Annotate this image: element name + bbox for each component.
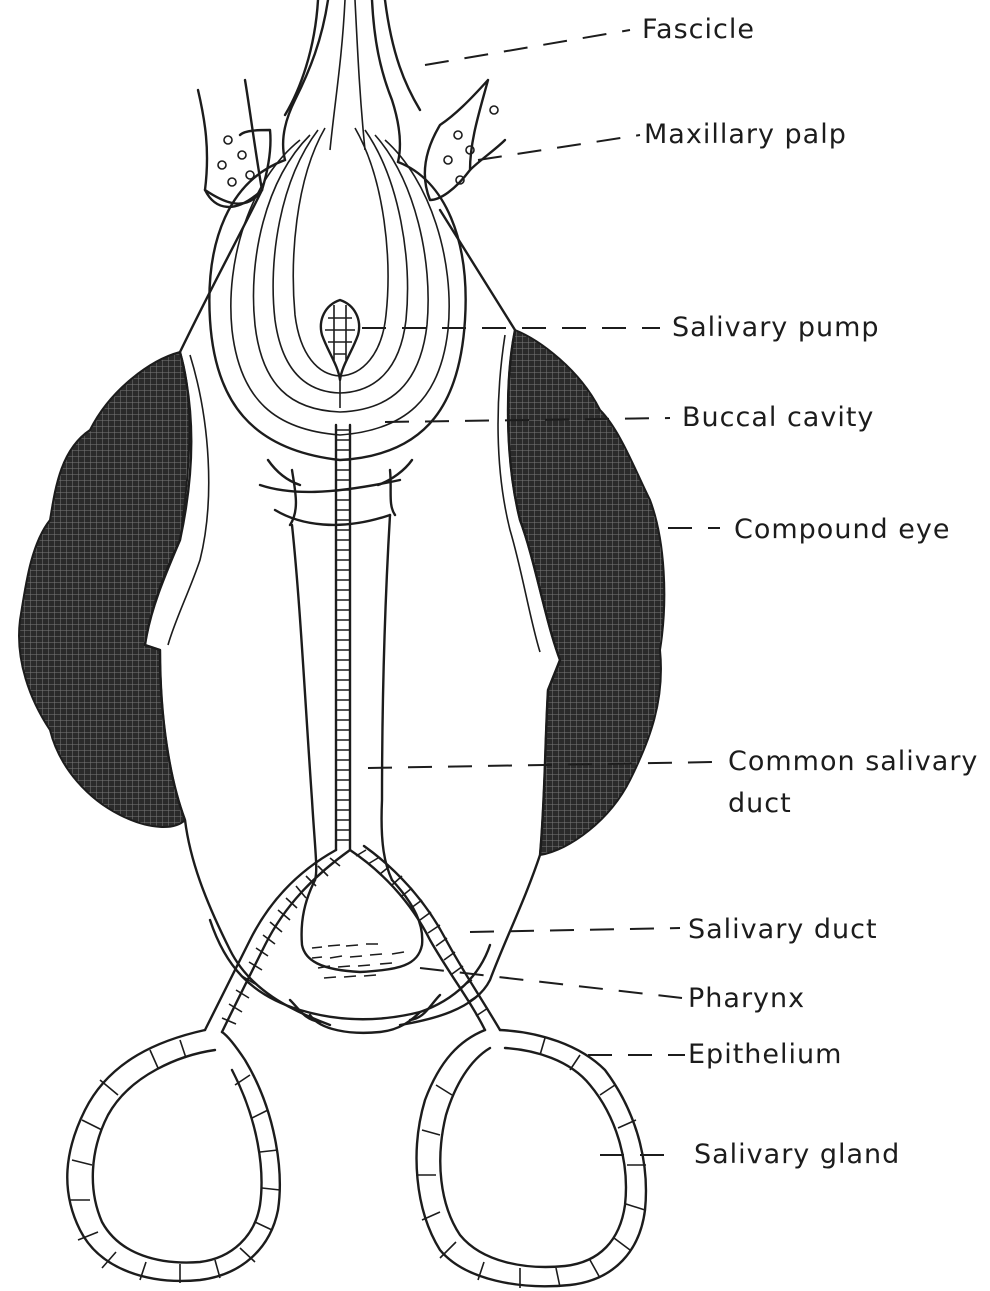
leader-common-salivary-duct bbox=[368, 762, 715, 768]
salivary-duct-right bbox=[350, 846, 500, 1030]
compound-eye-left bbox=[19, 352, 189, 827]
salivary-gland-left bbox=[67, 1030, 280, 1283]
label-salivary-duct: Salivary duct bbox=[688, 914, 878, 945]
label-salivary-gland: Salivary gland bbox=[694, 1139, 900, 1170]
label-common-salivary-duct-line2: duct bbox=[728, 788, 792, 819]
salivary-gland-right bbox=[416, 1030, 646, 1288]
head-capsule bbox=[145, 190, 560, 1025]
maxillary-palp-right bbox=[425, 80, 505, 200]
label-fascicle: Fascicle bbox=[642, 14, 755, 45]
salivary-pump bbox=[321, 300, 359, 380]
label-compound-eye: Compound eye bbox=[734, 514, 950, 545]
label-epithelium: Epithelium bbox=[688, 1039, 842, 1070]
label-salivary-pump: Salivary pump bbox=[672, 312, 880, 343]
fascicle bbox=[283, 0, 420, 162]
labels: Fascicle Maxillary palp Salivary pump Bu… bbox=[642, 14, 978, 1170]
label-buccal-cavity: Buccal cavity bbox=[682, 402, 874, 433]
compound-eye-right bbox=[508, 330, 664, 855]
label-maxillary-palp: Maxillary palp bbox=[644, 119, 847, 150]
leader-salivary-duct bbox=[470, 928, 680, 932]
label-pharynx: Pharynx bbox=[688, 983, 805, 1014]
leader-maxillary-palp bbox=[478, 135, 640, 160]
label-common-salivary-duct: Common salivary bbox=[728, 746, 978, 777]
leader-fascicle bbox=[425, 30, 630, 65]
leader-pharynx bbox=[420, 968, 682, 998]
